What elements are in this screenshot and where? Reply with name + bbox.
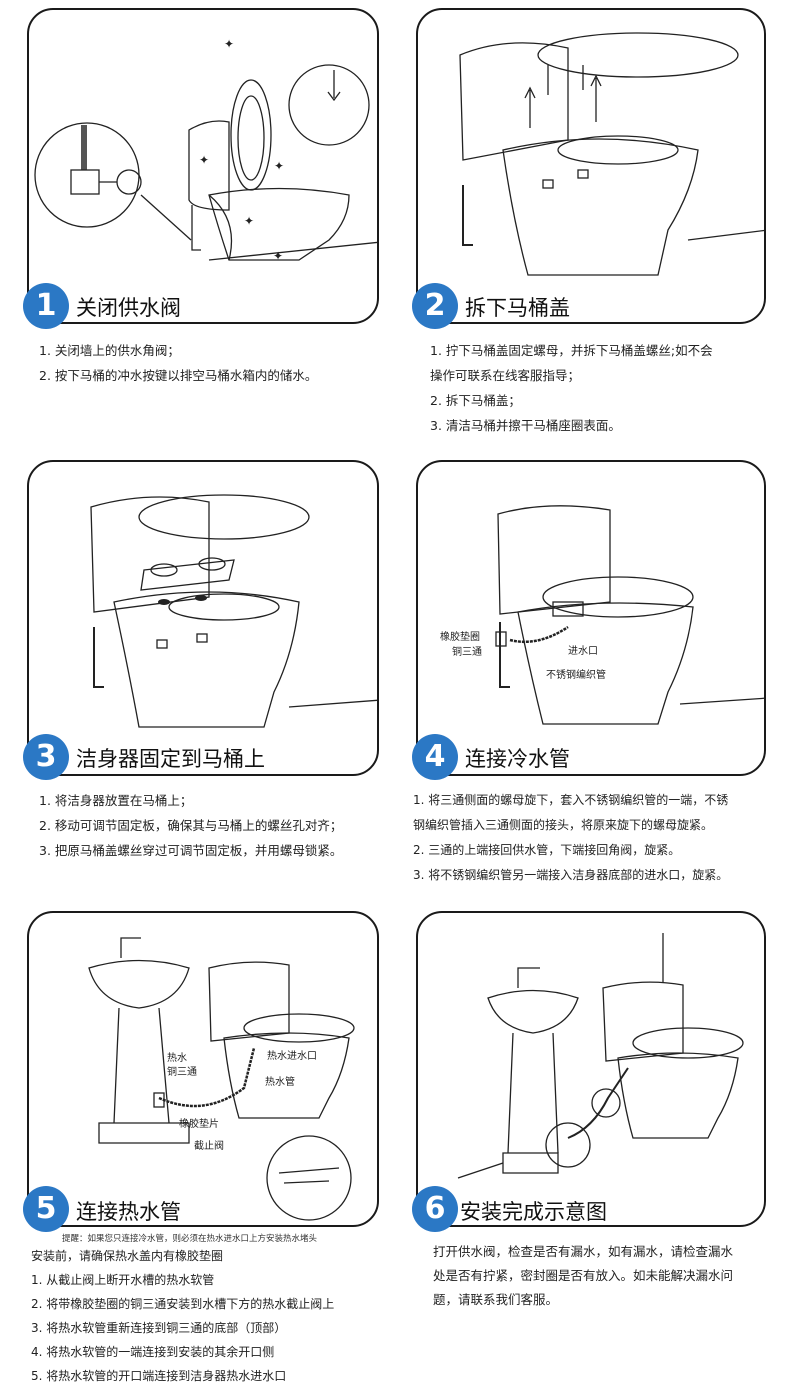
step-5-line: 3. 将热水软管重新连接到铜三通的底部（顶部） [31, 1321, 287, 1335]
step-4-label-gasket: 橡胶垫圈 [440, 630, 480, 643]
step-1-line: 2. 按下马桶的冲水按键以排空马桶水箱内的储水。 [39, 368, 318, 383]
step-3-card [27, 460, 379, 776]
step-5-line: 安装前，请确保热水盖内有橡胶垫圈 [31, 1249, 224, 1263]
step-3-line: 3. 把原马桶盖螺丝穿过可调节固定板，并用螺母锁紧。 [39, 843, 343, 858]
step-6-illustration [457, 933, 744, 1179]
step-1-instructions: 1. 关闭墙上的供水角阀； 2. 按下马桶的冲水按键以排空马桶水箱内的储水。 [39, 338, 379, 388]
step-5-illustration: 热水 铜三通 热水进水口 热水管 橡胶垫片 截止阀 [88, 937, 355, 1221]
step-4-illustration: 橡胶垫圈 铜三通 进水口 不锈钢编织管 [440, 505, 764, 725]
step-3-line: 2. 移动可调节固定板，确保其与马桶上的螺丝孔对齐； [39, 818, 343, 833]
step-6-line: 题，请联系我们客服。 [433, 1292, 559, 1307]
step-3-instructions: 1. 将洁身器放置在马桶上； 2. 移动可调节固定板，确保其与马桶上的螺丝孔对齐… [39, 788, 384, 863]
step-4-badge: 4 [412, 734, 458, 780]
step-4-label-inlet: 进水口 [568, 645, 598, 657]
step-4-instructions: 1. 将三通侧面的螺母旋下，套入不锈钢编织管的一端，不锈 钢编织管插入三通侧面的… [413, 788, 785, 888]
step-2-badge: 2 [412, 283, 458, 329]
step-2-line: 1. 拧下马桶盖固定螺母，并拆下马桶盖螺丝;如不会 [430, 343, 713, 358]
step-2-instructions: 1. 拧下马桶盖固定螺母，并拆下马桶盖螺丝;如不会 操作可联系在线客服指导； 2… [430, 338, 780, 438]
svg-text:✦: ✦ [274, 159, 284, 173]
step-2-line: 3. 清洁马桶并擦干马桶座圈表面。 [430, 418, 621, 433]
step-5-instructions: 安装前，请确保热水盖内有橡胶垫圈 1. 从截止阀上断开水槽的热水软管 2. 将带… [31, 1244, 391, 1388]
step-5-title: 连接热水管 [76, 1200, 181, 1224]
step-2-line: 2. 拆下马桶盖； [430, 393, 521, 408]
step-4-line: 3. 将不锈钢编织管另一端接入洁身器底部的进水口，旋紧。 [413, 868, 729, 882]
step-4-line: 2. 三通的上端接回供水管，下端接回角阀，旋紧。 [413, 843, 681, 857]
step-6-line: 处是否有拧紧，密封圈是否有放入。如未能解决漏水问 [433, 1268, 734, 1283]
step-5-label-hot-inlet: 热水进水口 [267, 1049, 317, 1062]
step-6-title: 安装完成示意图 [460, 1200, 607, 1224]
step-4-card: 橡胶垫圈 铜三通 进水口 不锈钢编织管 [416, 460, 766, 776]
step-4-line: 1. 将三通侧面的螺母旋下，套入不锈钢编织管的一端，不锈 [413, 793, 729, 807]
step-2-illustration [459, 32, 764, 276]
step-4-label-hose: 不锈钢编织管 [546, 668, 606, 681]
svg-text:✦: ✦ [199, 153, 209, 167]
step-2-title: 拆下马桶盖 [465, 296, 570, 320]
step-6-card [416, 911, 766, 1227]
step-5-line: 1. 从截止阀上断开水槽的热水软管 [31, 1273, 215, 1287]
step-5-label-hot-hose: 热水管 [265, 1075, 295, 1088]
step-4-title: 连接冷水管 [465, 747, 570, 771]
svg-text:✦: ✦ [244, 214, 254, 228]
step-1-illustration: ✦ ✦ ✦ ✦ ✦ [34, 37, 377, 263]
step-1-line: 1. 关闭墙上的供水角阀； [39, 343, 180, 358]
step-4-line: 钢编织管插入三通侧面的接头，将原来旋下的螺母旋紧。 [413, 818, 714, 832]
step-5-label-tee: 铜三通 [167, 1066, 197, 1078]
step-5-label-valve: 截止阀 [194, 1139, 224, 1152]
step-1-title: 关闭供水阀 [76, 296, 181, 320]
step-3-line: 1. 将洁身器放置在马桶上； [39, 793, 193, 808]
step-2-card [416, 8, 766, 324]
step-5-label-gasket: 橡胶垫片 [179, 1117, 219, 1130]
step-5-line: 5. 将热水软管的开口端连接到洁身器热水进水口 [31, 1369, 287, 1383]
step-3-badge: 3 [23, 734, 69, 780]
step-3-illustration [90, 494, 377, 728]
step-1-badge: 1 [23, 283, 69, 329]
step-6-line: 打开供水阀，检查是否有漏水，如有漏水，请检查漏水 [433, 1244, 734, 1259]
step-5-card: 热水 铜三通 热水进水口 热水管 橡胶垫片 截止阀 [27, 911, 379, 1227]
svg-text:✦: ✦ [224, 37, 234, 51]
step-5-line: 2. 将带橡胶垫圈的铜三通安装到水槽下方的热水截止阀上 [31, 1297, 335, 1311]
step-5-line: 4. 将热水软管的一端连接到安装的其余开口侧 [31, 1345, 275, 1359]
step-3-title: 洁身器固定到马桶上 [76, 747, 265, 771]
step-4-label-tee: 铜三通 [452, 646, 482, 658]
step-5-label-hot: 热水 [167, 1051, 187, 1064]
svg-text:✦: ✦ [273, 249, 283, 263]
step-6-instructions: 打开供水阀，检查是否有漏水，如有漏水，请检查漏水 处是否有拧紧，密封圈是否有放入… [433, 1240, 778, 1312]
step-6-badge: 6 [412, 1186, 458, 1232]
step-5-hint: 提醒：如果您只连接冷水管，则必须在热水进水口上方安装热水堵头 [62, 1234, 318, 1244]
step-5-badge: 5 [23, 1186, 69, 1232]
step-1-card: ✦ ✦ ✦ ✦ ✦ [27, 8, 379, 324]
step-2-line: 操作可联系在线客服指导； [430, 368, 581, 383]
